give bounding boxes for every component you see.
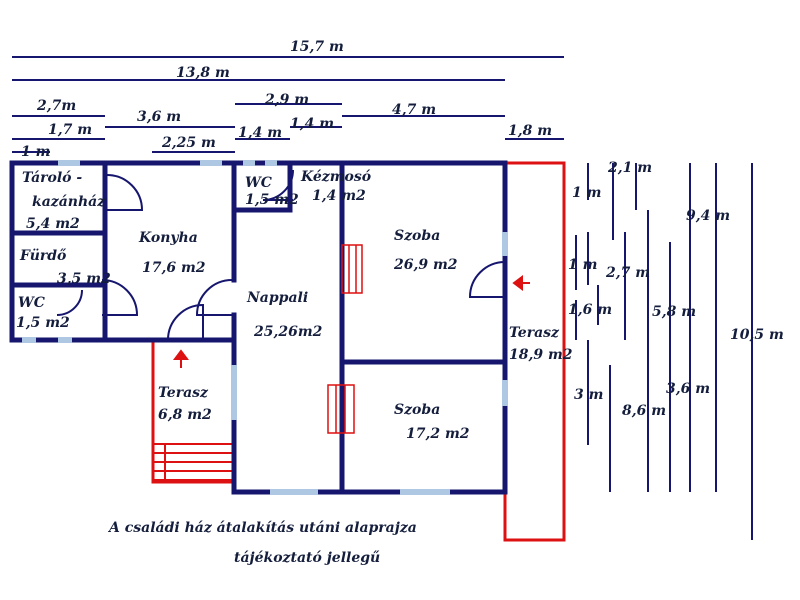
dim-1: 1 m [21, 144, 50, 160]
doors [56, 169, 506, 341]
room-terasz1-area: 6,8 m2 [158, 407, 212, 423]
room-labels: Tároló - kazánház 5,4 m2 Fürdő 3,5 m2 WC… [16, 169, 573, 442]
room-furdo-name: Fürdő [19, 248, 67, 264]
dim-2-9: 2,9 m [264, 92, 309, 108]
dim-3-6: 3,6 m [137, 109, 181, 125]
dim-4-7: 4,7 m [392, 102, 436, 118]
dim-3-6-right: 3,6 m [666, 381, 710, 397]
dim-10-5: 10,5 m [730, 327, 784, 343]
room-kezmoso-area: 1,4 m2 [312, 188, 366, 204]
room-szoba2-area: 17,2 m2 [406, 426, 470, 442]
room-wc1-area: 1,5 m2 [16, 315, 70, 331]
entrance-arrow-south [173, 349, 189, 368]
dim-2-1: 2,1 m [607, 160, 652, 176]
dim-1-6: 1,6 m [568, 302, 612, 318]
room-terasz2-name: Terasz [509, 325, 560, 341]
room-konyha-area: 17,6 m2 [142, 260, 206, 276]
dim-13-8: 13,8 m [176, 65, 230, 81]
room-nappali-area: 25,26m2 [253, 324, 323, 340]
terrace-outlines [151, 161, 566, 542]
dim-1-4-b: 1,4 m [290, 116, 334, 132]
room-wc1-name: WC [18, 295, 45, 311]
room-szoba1-area: 26,9 m2 [393, 257, 458, 273]
room-taroló-name-2: kazánház [32, 194, 106, 210]
dim-3: 3 m [574, 387, 603, 403]
dim-2-7-right: 2,7 m [605, 265, 650, 281]
sliding-door-marks [327, 244, 363, 434]
right-dimension-labels: 2,1 m 1 m 9,4 m 1 m 2,7 m 1,6 m 5,8 m 10… [568, 160, 784, 419]
room-szoba1-name: Szoba [394, 228, 440, 244]
dim-9-4: 9,4 m [686, 208, 730, 224]
windows [22, 160, 508, 495]
top-dimension-labels: 15,7 m 13,8 m 2,7m 1,7 m 3,6 m 2,9 m 2,2… [21, 39, 552, 160]
terrace-steps [152, 443, 232, 483]
dim-1-a: 1 m [572, 185, 601, 201]
top-dimension-lines [12, 56, 564, 153]
room-furdo-area: 3,5 m2 [57, 271, 111, 287]
room-terasz1-name: Terasz [158, 385, 209, 401]
room-kezmoso-name: Kézmosó [300, 169, 371, 185]
room-szoba2-name: Szoba [394, 402, 440, 418]
caption: A családi ház átalakítás utáni alaprajza… [107, 520, 417, 566]
caption-line-2: tájékoztató jellegű [234, 550, 380, 566]
right-dimension-lines [575, 163, 753, 540]
room-wc2-area: 1,5 m2 [245, 192, 299, 208]
room-konyha-name: Konyha [138, 230, 198, 246]
dim-15-7: 15,7 m [290, 39, 344, 55]
room-terasz2-area: 18,9 m2 [509, 347, 573, 363]
dim-8-6: 8,6 m [622, 403, 666, 419]
room-taroló-name-1: Tároló - [22, 170, 82, 186]
caption-line-1: A családi ház átalakítás utáni alaprajza [107, 520, 417, 536]
room-nappali-name: Nappali [246, 290, 308, 306]
dim-1-7: 1,7 m [48, 122, 92, 138]
dim-2-7: 2,7m [36, 98, 76, 114]
dim-1-4-a: 1,4 m [238, 125, 282, 141]
dim-5-8: 5,8 m [652, 304, 696, 320]
room-taroló-area: 5,4 m2 [26, 216, 80, 232]
room-wc2-name: WC [245, 175, 272, 191]
entrance-arrow-east [512, 275, 530, 291]
dim-2-25: 2,25 m [161, 135, 216, 151]
dim-1-8: 1,8 m [508, 123, 552, 139]
dim-1-b: 1 m [568, 257, 597, 273]
